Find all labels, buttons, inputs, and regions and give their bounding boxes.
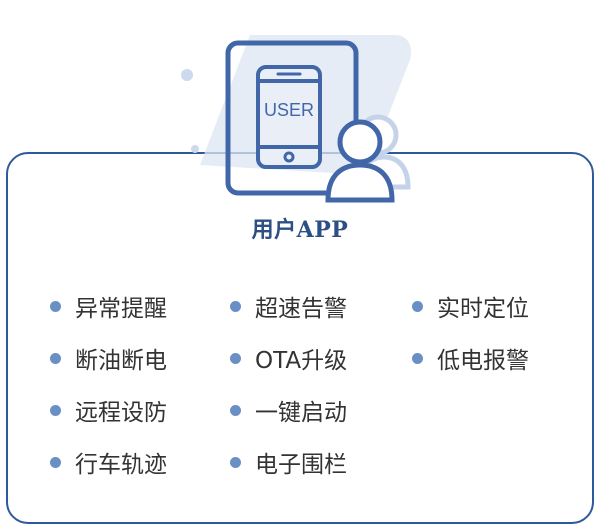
feature-item: 实时定位	[412, 280, 572, 332]
feature-label: 远程设防	[75, 400, 167, 426]
feature-item: 低电报警	[412, 332, 572, 384]
bullet-icon	[50, 404, 61, 416]
feature-label: 一键启动	[255, 400, 347, 426]
features-card	[6, 152, 594, 524]
feature-label: 超速告警	[255, 296, 347, 322]
feature-item: 一键启动	[230, 384, 412, 436]
bullet-icon	[50, 300, 61, 312]
feature-item: OTA升级	[230, 332, 412, 384]
feature-item: 远程设防	[50, 384, 230, 436]
phone-icon: USER	[225, 40, 359, 196]
bullet-icon	[412, 300, 423, 312]
user-icon	[325, 114, 411, 203]
bullet-icon	[412, 352, 423, 364]
feature-label: 异常提醒	[75, 296, 167, 322]
feature-label: 实时定位	[437, 296, 529, 322]
user-app-illustration: USER	[170, 15, 430, 205]
feature-empty-slot	[412, 384, 572, 436]
app-title: 用户APP	[251, 217, 349, 243]
feature-label: 低电报警	[437, 348, 529, 374]
feature-item: 异常提醒	[50, 280, 230, 332]
bullet-icon	[230, 300, 241, 312]
feature-list: 异常提醒 超速告警 实时定位 断油断电 OTA升级 低电报警 远程设防 一键启动…	[50, 280, 590, 488]
feature-label: 电子围栏	[255, 452, 347, 478]
feature-item: 电子围栏	[230, 436, 412, 488]
bullet-icon	[50, 456, 61, 468]
phone-screen-label: USER	[264, 100, 314, 120]
feature-item: 断油断电	[50, 332, 230, 384]
user-app-graphic: USER	[181, 35, 412, 203]
bullet-icon	[230, 352, 241, 364]
bullet-icon	[50, 352, 61, 364]
feature-label: 断油断电	[75, 348, 167, 374]
bullet-icon	[230, 456, 241, 468]
feature-item: 行车轨迹	[50, 436, 230, 488]
feature-item: 超速告警	[230, 280, 412, 332]
bullet-icon	[230, 404, 241, 416]
feature-label: 行车轨迹	[75, 452, 167, 478]
feature-label: OTA升级	[255, 348, 348, 374]
